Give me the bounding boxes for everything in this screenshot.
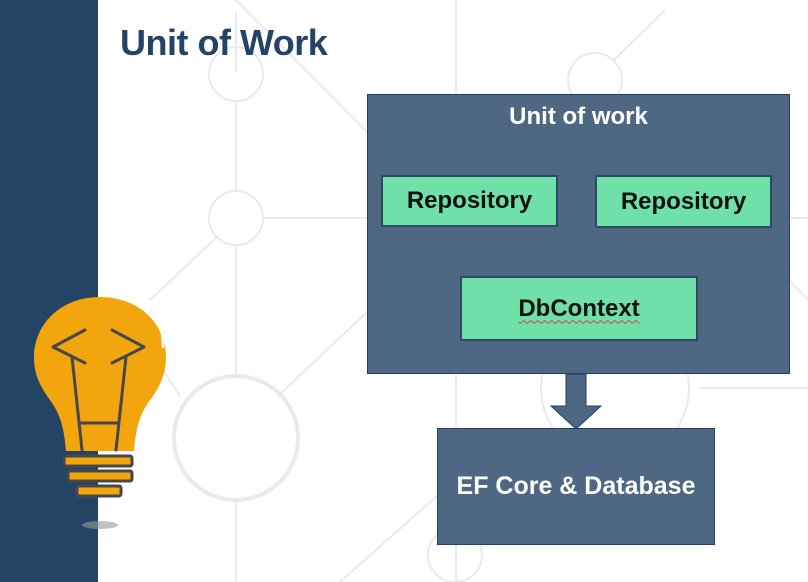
- repository-label: Repository: [620, 187, 747, 215]
- ef-core-database-label: EF Core & Database: [456, 472, 696, 500]
- dbcontext-label: DbContext: [518, 294, 640, 322]
- dbcontext-box: DbContext: [460, 276, 698, 341]
- repository-box: Repository: [381, 175, 558, 227]
- down-arrow-icon: [550, 374, 602, 430]
- repository-label: Repository: [406, 187, 533, 214]
- ef-core-database-box: EF Core & Database: [437, 428, 715, 545]
- unit-of-work-label: Unit of work: [509, 103, 648, 130]
- unit-of-work-container: Unit of work Repository Repository DbCon…: [367, 94, 790, 374]
- repository-box: Repository: [595, 175, 772, 228]
- lightbulb-icon: [34, 297, 166, 529]
- slide-title: Unit of Work: [120, 22, 328, 63]
